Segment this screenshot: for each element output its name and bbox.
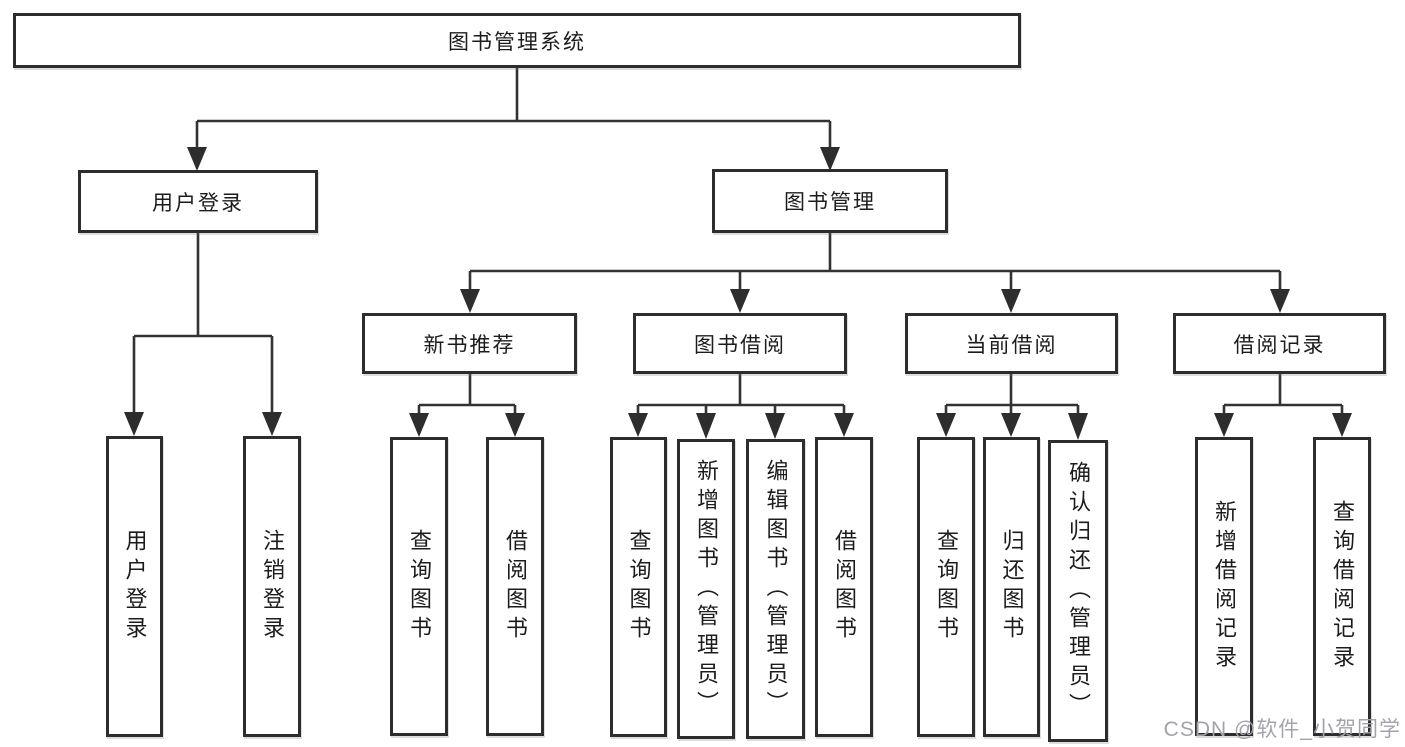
node-book-management: 图书管理 xyxy=(712,169,948,233)
leaf-query-books-current: 查询图书 xyxy=(917,437,975,737)
node-new-book-recommendation: 新书推荐 xyxy=(362,313,577,374)
leaf-query-borrow-record: 查询借阅记录 xyxy=(1313,437,1371,736)
node-current-borrowing: 当前借阅 xyxy=(905,313,1118,374)
leaf-confirm-return-admin: 确认归还（管理员） xyxy=(1048,440,1108,742)
leaf-user-login: 用户登录 xyxy=(106,436,163,737)
leaf-borrow-books-recommend: 借阅图书 xyxy=(486,437,544,736)
leaf-logout: 注销登录 xyxy=(243,436,301,737)
leaf-add-borrow-record: 新增借阅记录 xyxy=(1195,437,1253,736)
node-library-management-system: 图书管理系统 xyxy=(13,13,1021,68)
leaf-query-books-recommend: 查询图书 xyxy=(390,437,448,736)
node-borrowing-records: 借阅记录 xyxy=(1173,313,1386,374)
csdn-watermark: CSDN @软件_小贺同学 xyxy=(1163,718,1401,741)
node-user-login: 用户登录 xyxy=(78,170,318,233)
leaf-add-book-admin: 新增图书（管理员） xyxy=(677,439,735,739)
leaf-edit-book-admin: 编辑图书（管理员） xyxy=(746,439,805,739)
node-book-borrowing: 图书借阅 xyxy=(633,313,847,374)
leaf-return-books: 归还图书 xyxy=(983,437,1040,737)
leaf-query-books-borrow: 查询图书 xyxy=(610,437,667,737)
leaf-borrow-books: 借阅图书 xyxy=(815,437,873,737)
